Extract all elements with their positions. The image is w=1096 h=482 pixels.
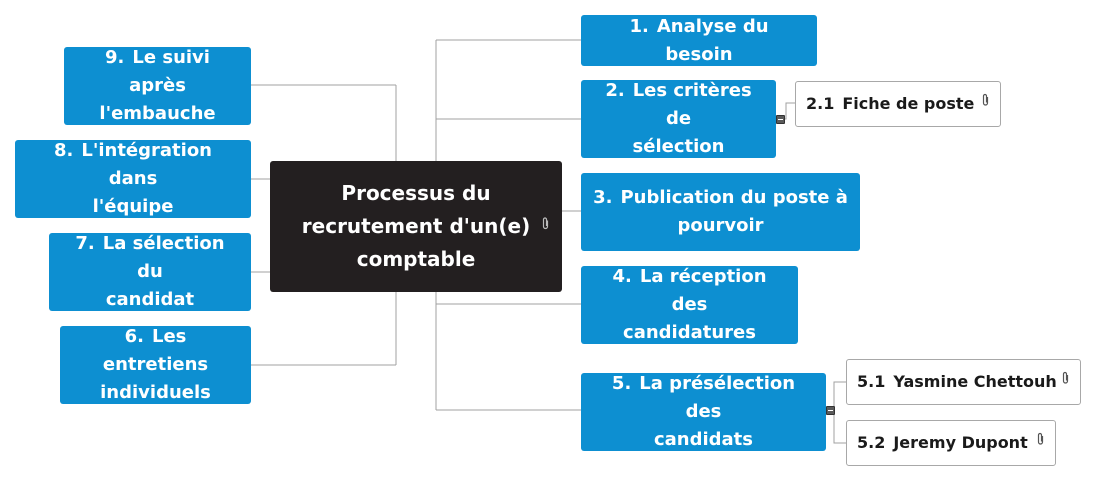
topic-label-line-2: candidat: [105, 289, 195, 310]
central-topic-line-3: comptable: [356, 247, 476, 271]
topic-3-publication-du-poste[interactable]: 3. Publication du poste à pourvoir: [581, 173, 860, 251]
paperclip-icon[interactable]: [1061, 368, 1070, 396]
topic-label-line-2: candidatures: [623, 322, 756, 343]
topic-label-line-2: sélection: [632, 136, 725, 157]
subtopic-5-2-jeremy-dupont[interactable]: 5.2 Jeremy Dupont: [846, 420, 1056, 466]
topic-4-reception-des-candidatures[interactable]: 4. La réception des candidatures: [581, 266, 798, 344]
topic-2-criteres-de-selection[interactable]: 2. Les critères de sélection: [581, 80, 776, 158]
topic-label-line-2: pourvoir: [677, 215, 764, 236]
topic-label: Analyse du besoin: [656, 15, 769, 65]
topic-label-line-2: l'équipe: [92, 196, 174, 217]
topic-number: 9.: [105, 47, 125, 68]
subtopic-label: Jeremy Dupont: [893, 433, 1028, 452]
central-topic-line-2: recrutement d'un(e): [301, 214, 531, 238]
central-topic-line-1: Processus du: [341, 181, 491, 205]
subtopic-number: 5.1: [857, 372, 886, 391]
topic-label-line-2: l'embauche: [99, 103, 216, 124]
topic-number: 2.: [605, 80, 625, 101]
topic-number: 1.: [629, 15, 649, 37]
topic-label-line-2: individuels: [100, 382, 211, 403]
topic-label-line-1: La présélection des: [639, 373, 796, 422]
topic-label-line-1: La sélection du: [102, 233, 225, 282]
subtopic-label: Fiche de poste: [842, 94, 975, 113]
paperclip-icon[interactable]: [1036, 429, 1045, 457]
paperclip-icon[interactable]: [541, 210, 550, 243]
topic-7-selection-du-candidat[interactable]: 7. La sélection du candidat: [49, 233, 251, 311]
topic-number: 7.: [75, 233, 95, 254]
topic-1-analyse-du-besoin[interactable]: 1. Analyse du besoin: [581, 15, 817, 66]
topic-8-integration-dans-equipe[interactable]: 8. L'intégration dans l'équipe: [15, 140, 251, 218]
collapse-toggle-topic-2[interactable]: [776, 115, 785, 124]
topic-label-line-1: L'intégration dans: [81, 140, 212, 189]
topic-number: 3.: [593, 187, 613, 208]
topic-label-line-1: La réception des: [639, 266, 767, 315]
topic-number: 6.: [124, 326, 144, 347]
paperclip-icon[interactable]: [981, 90, 990, 118]
topic-label-line-2: candidats: [653, 429, 754, 450]
topic-number: 4.: [612, 266, 632, 287]
subtopic-5-1-yasmine-chettouh[interactable]: 5.1 Yasmine Chettouh: [846, 359, 1081, 405]
subtopic-label: Yasmine Chettouh: [893, 372, 1057, 391]
topic-number: 8.: [53, 140, 74, 161]
topic-label-line-1: Les entretiens: [102, 326, 209, 375]
central-topic[interactable]: Processus du recrutement d'un(e) comptab…: [270, 161, 562, 292]
topic-9-suivi-apres-embauche[interactable]: 9.Le suivi après l'embauche: [64, 47, 251, 125]
topic-6-entretiens-individuels[interactable]: 6.Les entretiens individuels: [60, 326, 251, 404]
topic-number: 5.: [611, 373, 632, 394]
topic-5-preselection-des-candidats[interactable]: 5. La présélection des candidats: [581, 373, 826, 451]
topic-label-line-1: Le suivi après: [129, 47, 210, 96]
subtopic-2-1-fiche-de-poste[interactable]: 2.1 Fiche de poste: [795, 81, 1001, 127]
subtopic-number: 2.1: [806, 94, 835, 113]
topic-label-line-1: Les critères de: [632, 80, 752, 129]
subtopic-number: 5.2: [857, 433, 886, 452]
collapse-toggle-topic-5[interactable]: [826, 406, 835, 415]
topic-label-line-1: Publication du poste à: [620, 187, 848, 208]
